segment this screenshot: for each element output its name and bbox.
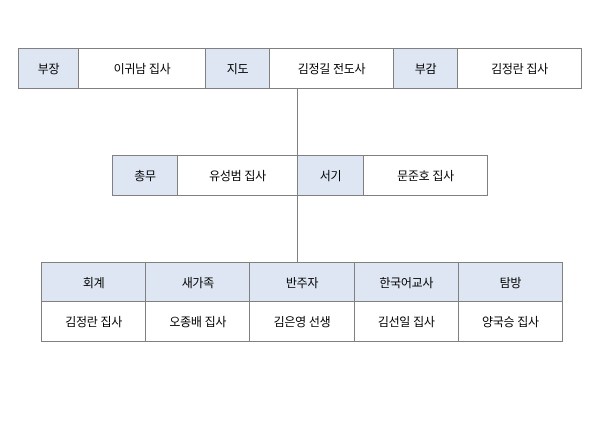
cell-vice-director-label: 부감 <box>394 49 458 88</box>
cell-secretary-label: 서기 <box>298 156 364 195</box>
header-korean-teacher: 한국어교사 <box>354 263 459 302</box>
connector-line-top <box>297 89 298 155</box>
middle-row: 총무 유성범 집사 서기 문준호 집사 <box>112 155 488 196</box>
header-accounting: 회계 <box>42 263 147 302</box>
cell-guidance-label: 지도 <box>206 49 270 88</box>
cell-general-affairs-label: 총무 <box>113 156 178 195</box>
cell-general-affairs-name: 유성범 집사 <box>178 156 298 195</box>
header-accompanist: 반주자 <box>250 263 355 302</box>
value-korean-teacher: 김선일 집사 <box>355 302 459 341</box>
cell-vice-director-name: 김정란 집사 <box>458 49 581 88</box>
header-visitation: 탐방 <box>458 263 563 302</box>
cell-director-name: 이귀남 집사 <box>79 49 206 88</box>
bottom-table-header-row: 회계 새가족 반주자 한국어교사 탐방 <box>42 263 563 302</box>
top-row: 부장 이귀남 집사 지도 김정길 전도사 부감 김정란 집사 <box>18 48 582 89</box>
cell-director-label: 부장 <box>19 49 79 88</box>
value-visitation: 양국승 집사 <box>482 315 539 329</box>
value-accounting: 김정란 집사 <box>42 302 147 341</box>
value-accompanist: 김은영 선생 <box>250 302 355 341</box>
bottom-table-value-row: 김정란 집사 오종배 집사 김은영 선생 김선일 집사 양국승 집사 <box>42 302 562 341</box>
cell-guidance-name: 김정길 전도사 <box>270 49 394 88</box>
cell-secretary-name: 문준호 집사 <box>364 156 487 195</box>
bottom-table: 회계 새가족 반주자 한국어교사 탐방 김정란 집사 오종배 집사 김은영 선생… <box>41 262 563 342</box>
value-new-family: 오종배 집사 <box>146 302 251 341</box>
header-new-family: 새가족 <box>146 263 251 302</box>
connector-line-bottom <box>297 196 298 262</box>
